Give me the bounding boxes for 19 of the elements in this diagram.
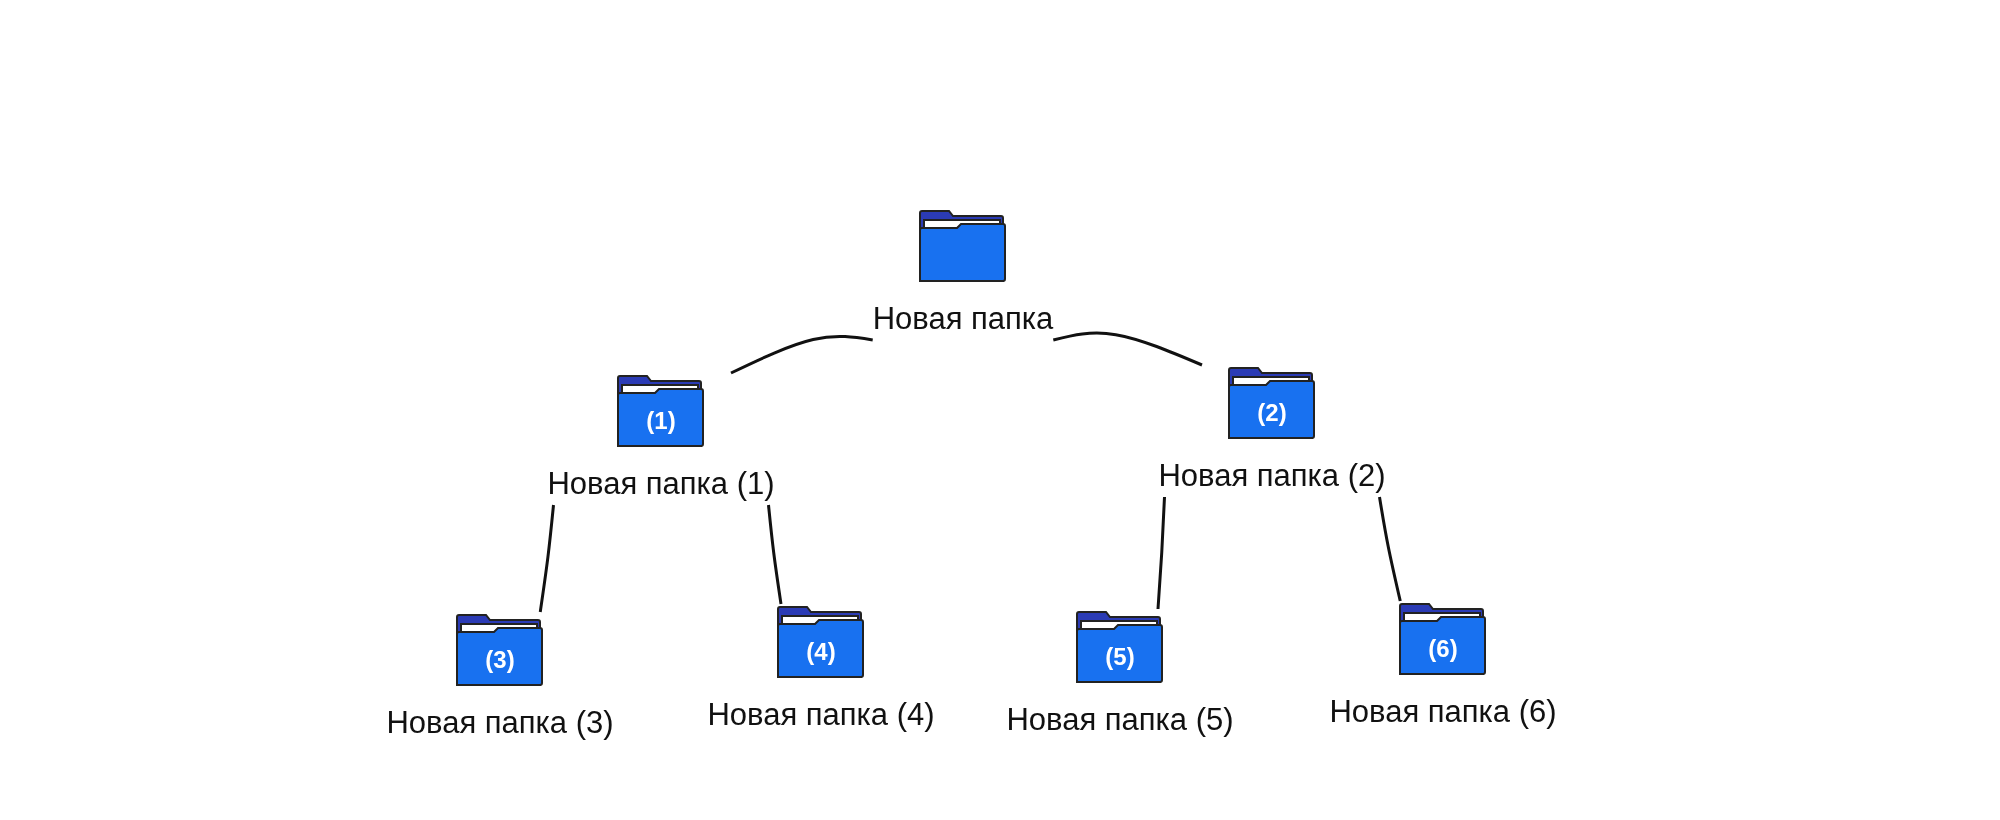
folder-number: (1) bbox=[646, 407, 676, 435]
connector-line bbox=[730, 334, 873, 375]
folder-name: Новая папка (2) bbox=[1157, 457, 1387, 495]
folder-name: Новая папка (4) bbox=[706, 696, 936, 734]
folder-name: Новая папка bbox=[871, 300, 1055, 338]
connector-line bbox=[538, 504, 555, 613]
folder-number: (6) bbox=[1428, 635, 1458, 663]
connector-line bbox=[1156, 496, 1166, 610]
folder-number: (4) bbox=[806, 638, 836, 666]
folder-number: (2) bbox=[1257, 399, 1287, 427]
connector-line bbox=[1052, 331, 1203, 367]
folder-name: Новая папка (5) bbox=[1005, 701, 1235, 739]
connector-line bbox=[767, 504, 783, 605]
folder-number: (5) bbox=[1105, 643, 1135, 671]
folder-name: Новая папка (1) bbox=[546, 465, 776, 503]
folder-number: (3) bbox=[485, 646, 515, 674]
connector-line bbox=[1378, 496, 1402, 602]
folder-name: Новая папка (3) bbox=[385, 704, 615, 742]
folder-name: Новая папка (6) bbox=[1328, 693, 1558, 731]
